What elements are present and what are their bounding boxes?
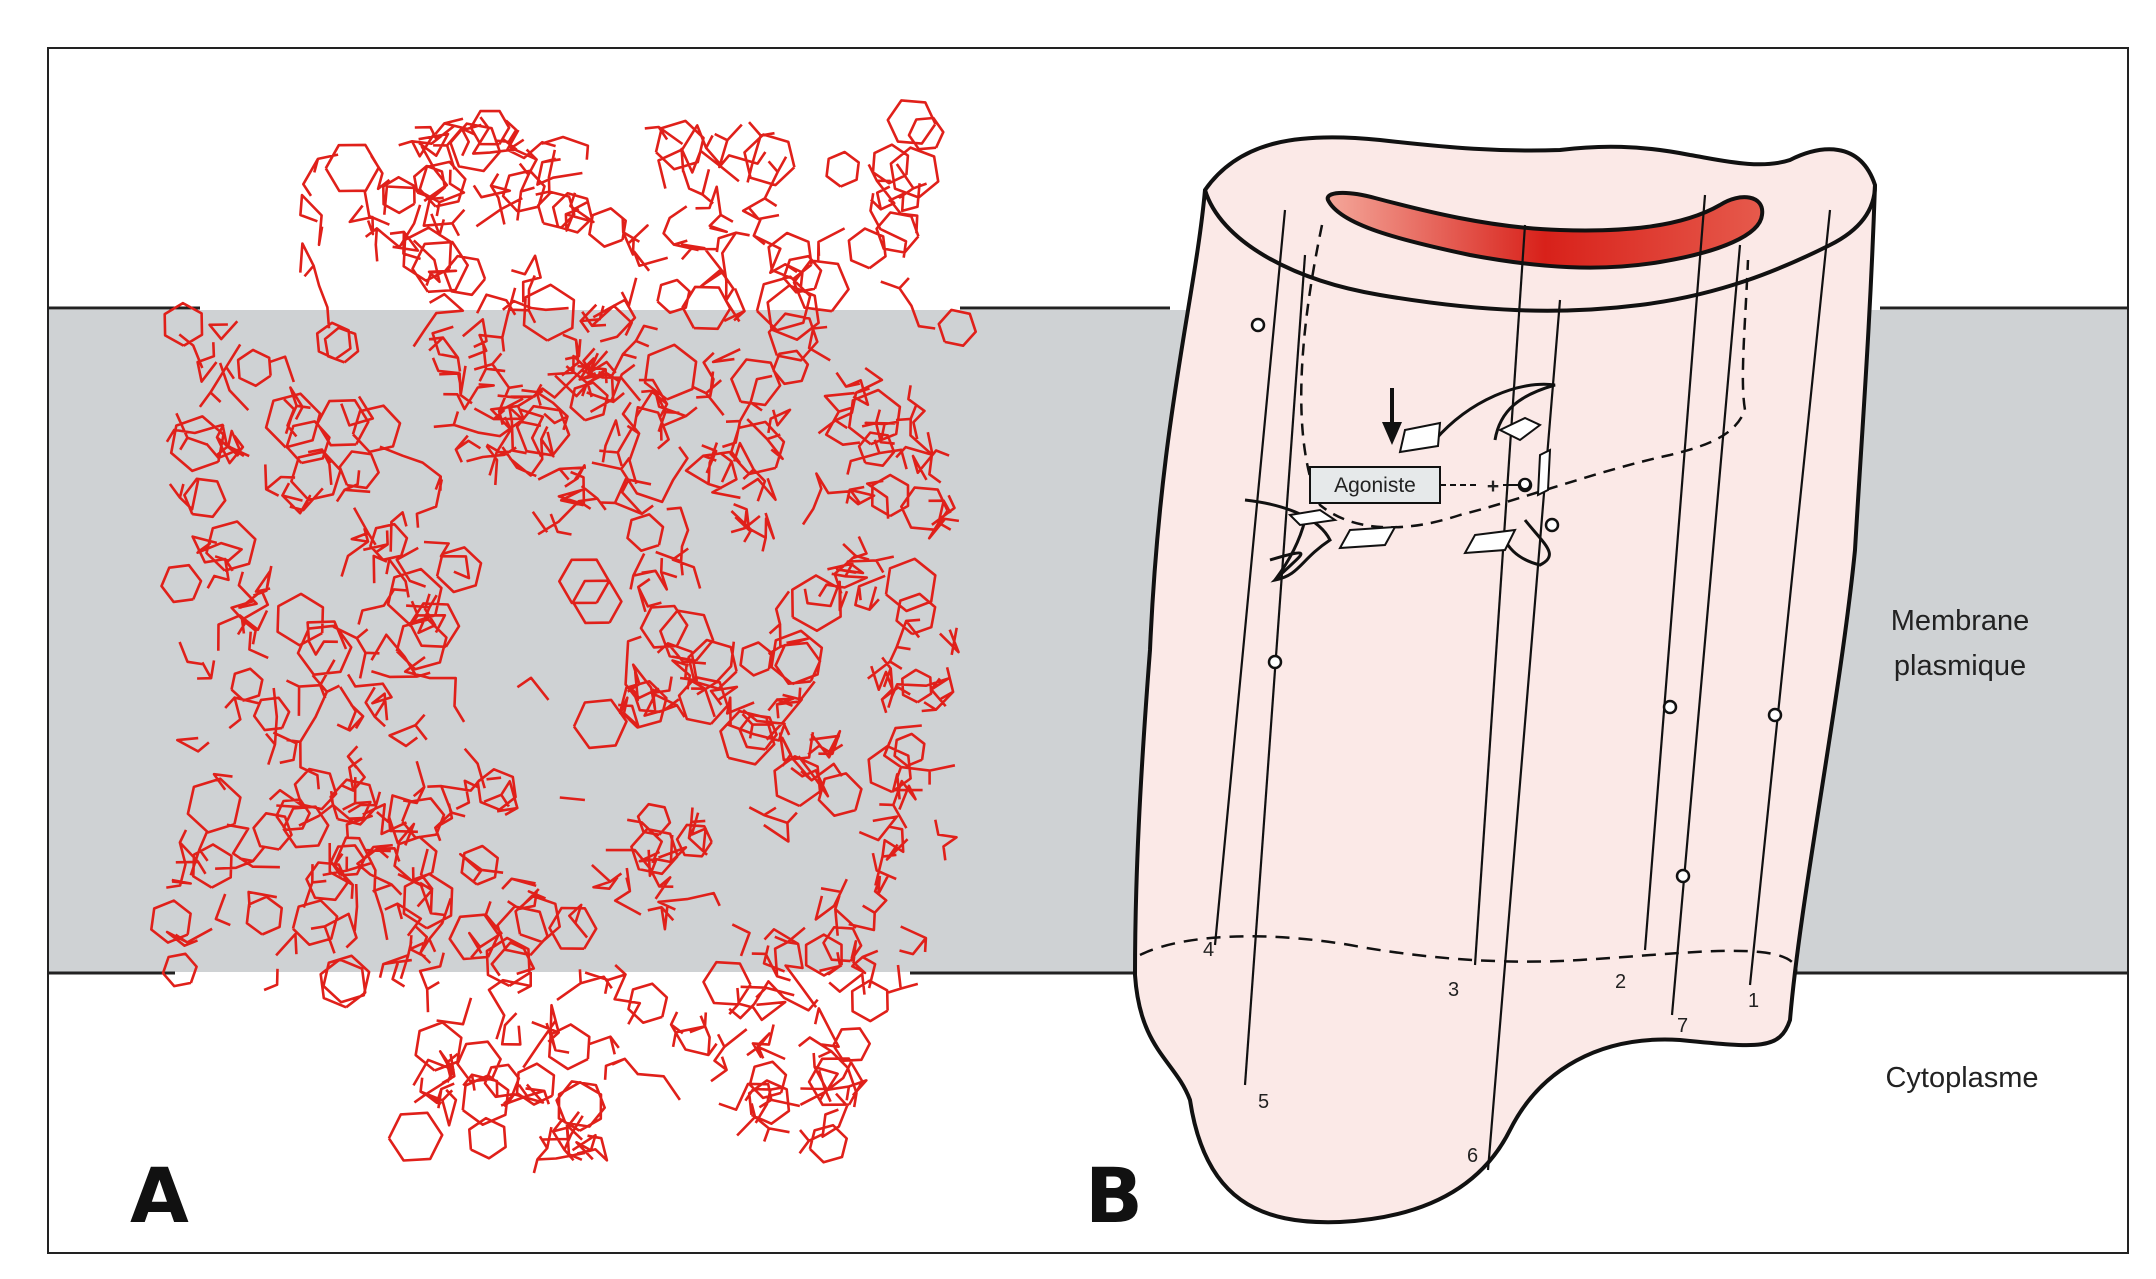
residue-marker — [1664, 701, 1676, 713]
helix-number-3: 3 — [1448, 979, 1459, 1001]
panel-letter-b: B — [1085, 1151, 1143, 1240]
helix-number-1: 1 — [1748, 990, 1759, 1012]
agonist-label: Agoniste — [1334, 474, 1416, 497]
helix-number-5: 5 — [1258, 1091, 1269, 1113]
helix-number-6: 6 — [1467, 1145, 1478, 1167]
helix-number-7: 7 — [1677, 1015, 1688, 1037]
residue-marker — [1252, 319, 1264, 331]
helix-number-4: 4 — [1203, 939, 1214, 961]
plus-sign: + — [1487, 475, 1499, 498]
residue-plane — [1538, 450, 1550, 495]
residue-marker — [1677, 870, 1689, 882]
cytoplasm-label: Cytoplasme — [1885, 1062, 2038, 1094]
residue-marker — [1546, 519, 1558, 531]
membrane-label-line1: Membrane — [1891, 605, 2030, 637]
residue-marker — [1269, 656, 1281, 668]
agonist-site-marker — [1520, 479, 1530, 489]
helix-number-2: 2 — [1615, 971, 1626, 993]
panel-letter-a: A — [130, 1151, 189, 1240]
membrane-label-line2: plasmique — [1894, 650, 2026, 682]
residue-marker — [1769, 709, 1781, 721]
